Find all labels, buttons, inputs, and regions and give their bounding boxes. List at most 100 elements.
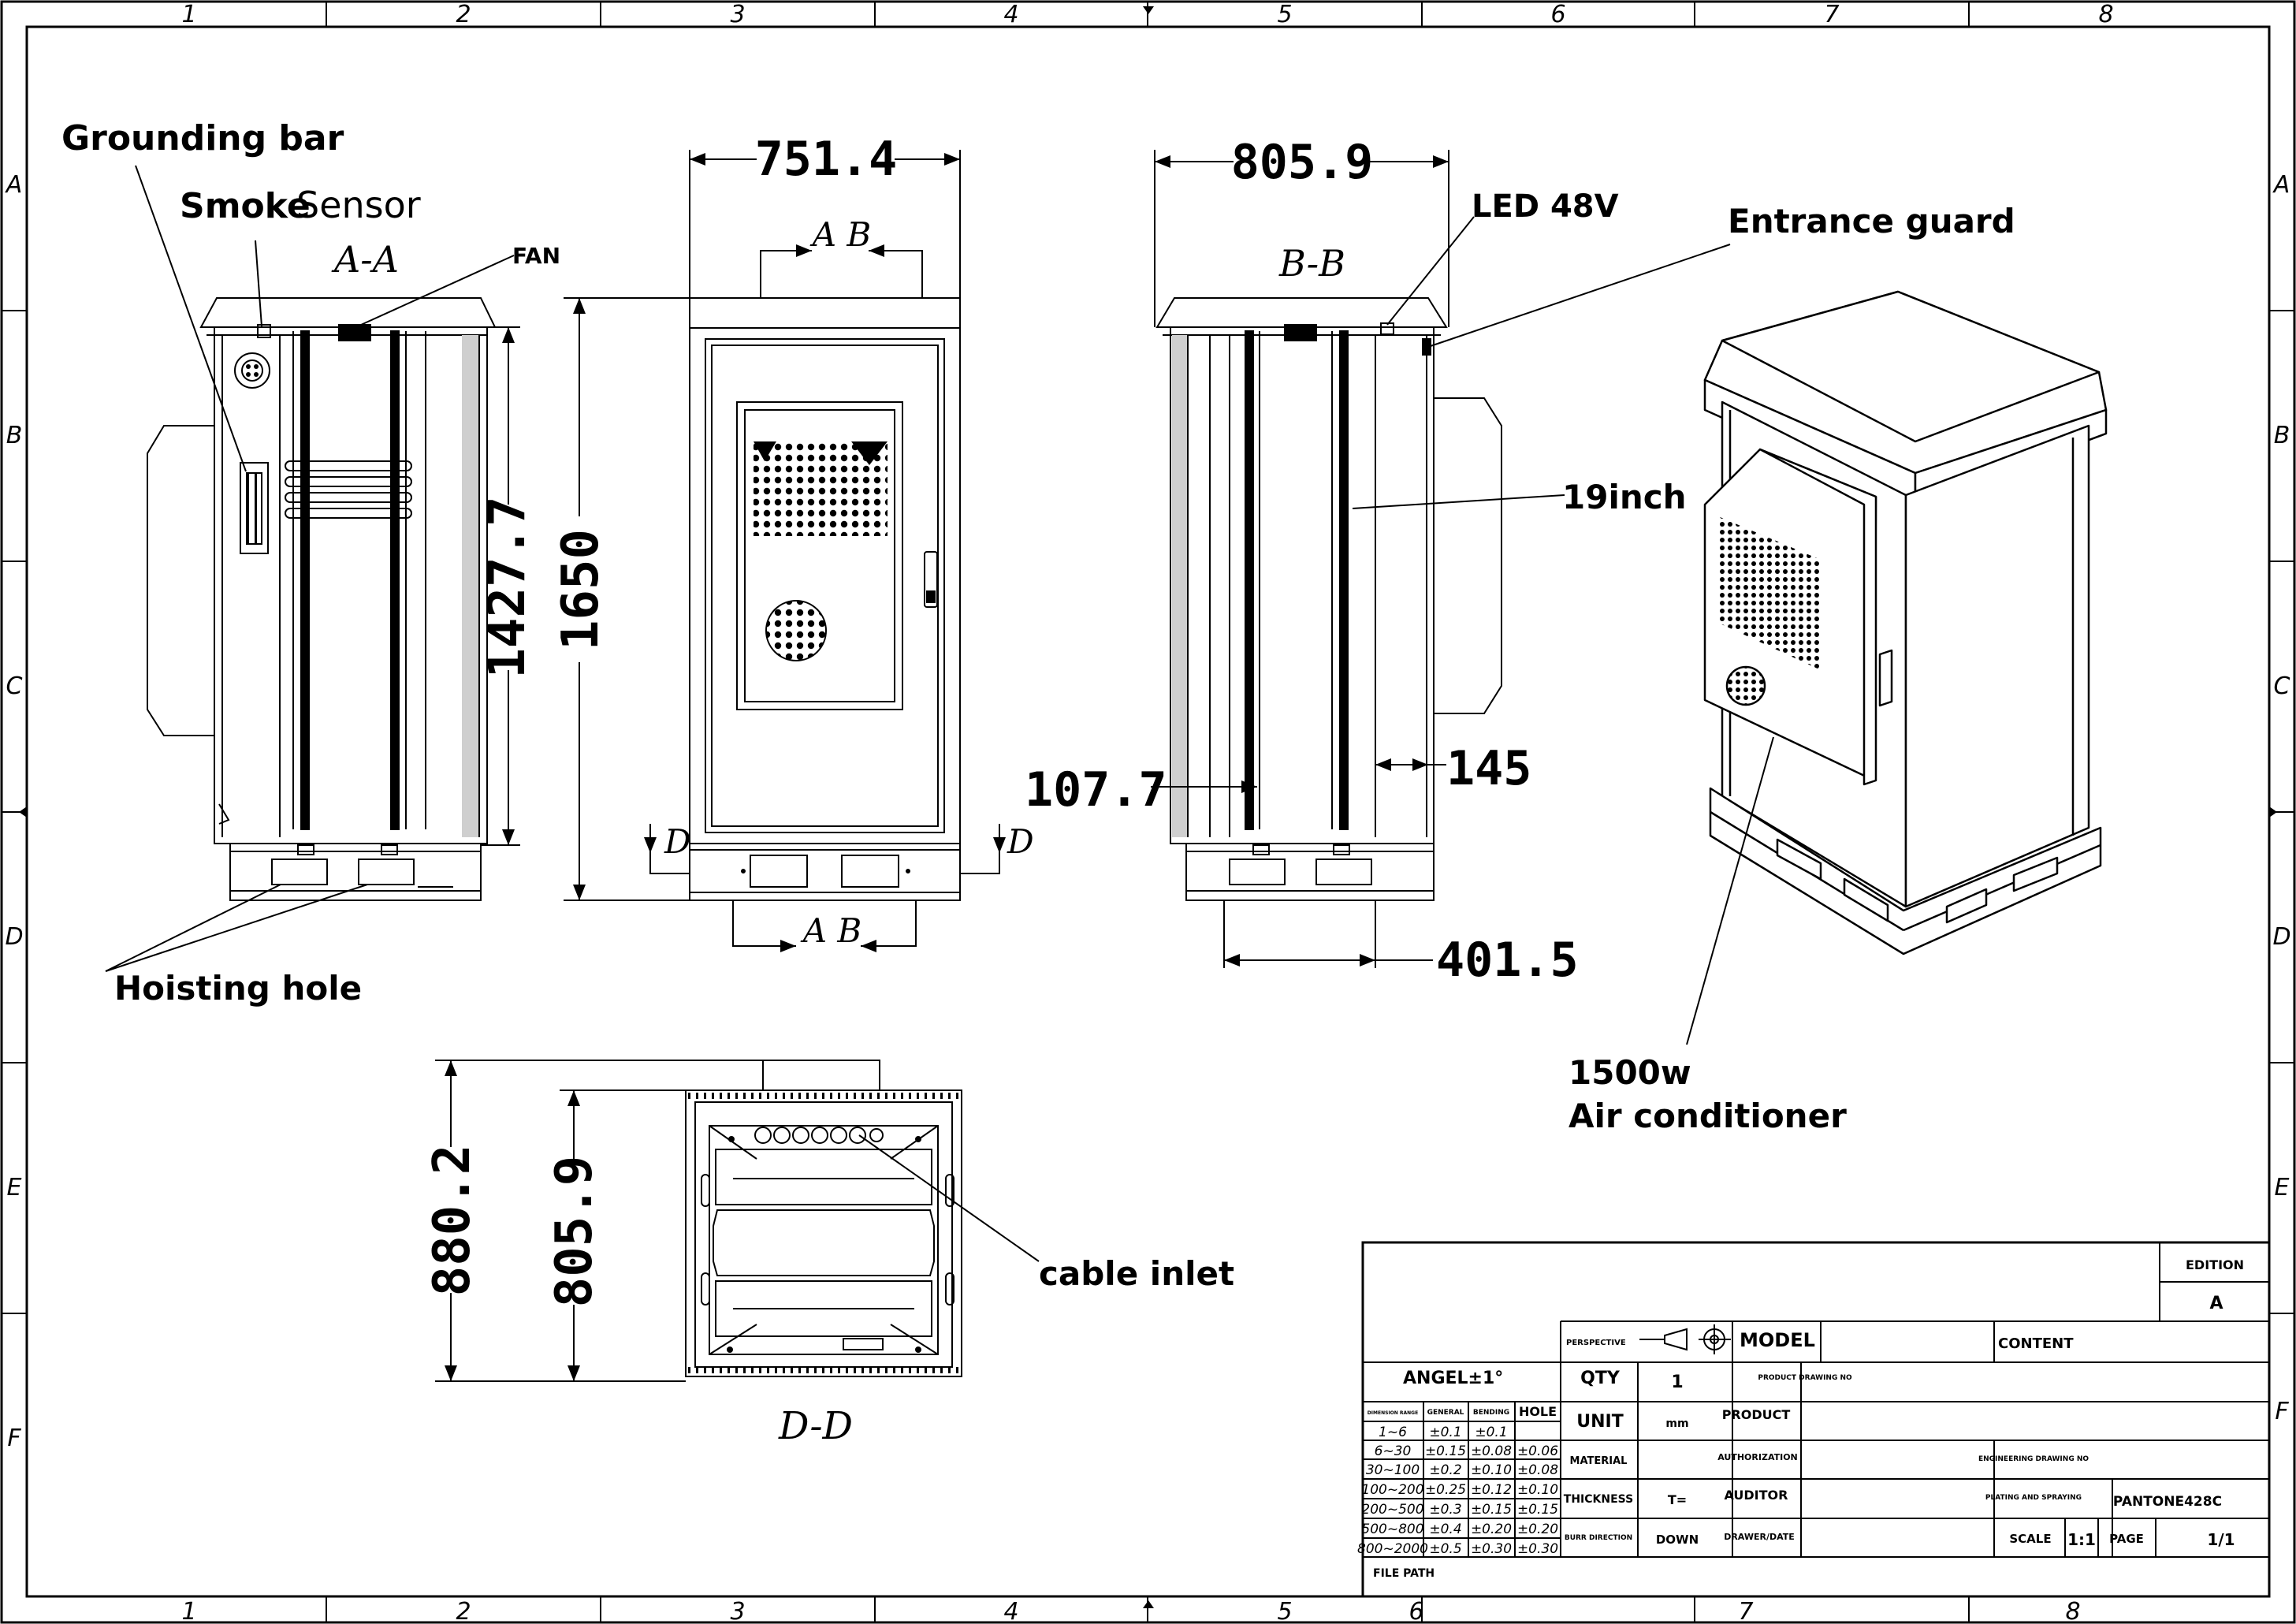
tb-plating: PLATING AND SPRAYING [1985, 1494, 2082, 1502]
frame-left-letter-a: A [5, 171, 23, 199]
tb-scale: SCALE [2009, 1532, 2051, 1546]
tb-tol-range-6: 500~800 [1361, 1522, 1423, 1537]
label-cable-inlet: cable inlet [1039, 1254, 1234, 1293]
tb-tol-head-bending: BENDING [1473, 1409, 1509, 1417]
frame-right-letter-a: A [2272, 171, 2290, 199]
frame-left-letter-f: F [7, 1425, 21, 1452]
tb-tol-general-2: ±0.15 [1425, 1443, 1466, 1459]
frame-top-number-2: 2 [456, 1, 471, 28]
tb-tol-hole-4: ±0.10 [1517, 1482, 1558, 1498]
section-title-dd: D-D [778, 1404, 853, 1448]
tb-scale-value: 1:1 [2067, 1530, 2096, 1549]
tb-perspective: PERSPECTIVE [1566, 1339, 1626, 1347]
tb-model: MODEL [1740, 1329, 1815, 1351]
tb-tol-range-5: 200~500 [1361, 1502, 1423, 1518]
frame-top-number-3: 3 [730, 1, 745, 28]
frame-bottom-number-4: 4 [1003, 1598, 1018, 1624]
tb-thickness: THICKNESS [1564, 1493, 1633, 1506]
tb-tol-range-4: 100~200 [1361, 1482, 1423, 1498]
label-sensor: Sensor [296, 184, 421, 226]
view-section-dd [685, 1060, 962, 1377]
dim-plan-outer-text: 880.2 [423, 1145, 482, 1297]
view-section-aa [147, 297, 497, 901]
tb-product-drawing-no: PRODUCT DRAWING NO [1758, 1374, 1852, 1382]
tb-plating-value: PANTONE428C [2113, 1494, 2222, 1510]
frame-center-marks [19, 6, 2277, 1608]
tb-tol-bending-2: ±0.08 [1471, 1443, 1512, 1459]
tb-tol-general-7: ±0.5 [1429, 1541, 1461, 1557]
frame-bottom-number-1: 1 [181, 1598, 196, 1624]
tb-edition-value: A [2209, 1294, 2223, 1313]
dim-side-depth [1154, 150, 1449, 327]
aa-leaders [105, 165, 515, 972]
tb-tol-bending-1: ±0.1 [1475, 1425, 1507, 1440]
tb-qty: QTY [1580, 1369, 1621, 1388]
tb-authorization: AUTHORIZATION [1717, 1452, 1798, 1462]
frame-left-letter-c: C [6, 672, 23, 700]
frame-top-number-7: 7 [1824, 1, 1839, 28]
tb-file-path: FILE PATH [1373, 1567, 1435, 1580]
tb-tol-hole-7: ±0.30 [1517, 1541, 1558, 1557]
tb-tol-general-6: ±0.4 [1429, 1522, 1461, 1537]
view-isometric [1703, 290, 2108, 955]
dim-height-total-text: 1650 [552, 529, 610, 650]
frame-bottom-number-7: 7 [1738, 1598, 1753, 1624]
frame-bottom-number-8: 8 [2065, 1598, 2080, 1624]
frame-top-number-4: 4 [1003, 1, 1018, 28]
tb-tol-head-hole: HOLE [1519, 1404, 1557, 1419]
dim-base-width-text: 401.5 [1436, 933, 1579, 988]
view-section-bb [1155, 297, 1502, 901]
tb-qty-value: 1 [1671, 1373, 1683, 1392]
tb-burr-value: DOWN [1656, 1533, 1699, 1547]
frame-bottom-number-5: 5 [1277, 1598, 1292, 1624]
tb-edition-label: EDITION [2186, 1257, 2244, 1272]
tb-content: CONTENT [1998, 1335, 2074, 1352]
label-ac-name: Air conditioner [1568, 1097, 1847, 1135]
tb-tol-hole-6: ±0.20 [1517, 1522, 1558, 1537]
dd-leaders [858, 1134, 1040, 1262]
frame-bottom-number-3: 3 [730, 1598, 745, 1624]
frame-right-letter-b: B [2274, 422, 2290, 449]
frame-bottom-number-6: 6 [1408, 1598, 1423, 1624]
tb-page: PAGE [2109, 1532, 2144, 1546]
tb-tol-general-3: ±0.2 [1429, 1462, 1461, 1478]
tb-angel: ANGEL±1° [1403, 1369, 1503, 1388]
frame-right-letter-d: D [2272, 923, 2290, 951]
dim-height-inner [481, 326, 520, 846]
frame-left-letter-d: D [5, 923, 23, 951]
tb-material: MATERIAL [1570, 1455, 1628, 1467]
frame-right-letter-c: C [2274, 672, 2290, 700]
tb-tol-general-4: ±0.25 [1425, 1482, 1466, 1498]
tb-unit-value: mm [1665, 1417, 1688, 1430]
tb-tol-bending-3: ±0.10 [1471, 1462, 1512, 1478]
tb-tol-range-3: 30~100 [1366, 1462, 1420, 1478]
frame-top-number-5: 5 [1277, 1, 1292, 28]
tb-tol-range-1: 1~6 [1379, 1425, 1407, 1440]
label-ac-power: 1500w [1568, 1053, 1691, 1092]
dim-offset-left-text: 107.7 [1025, 762, 1167, 818]
section-marker-d [644, 824, 1006, 874]
tb-tol-bending-7: ±0.30 [1471, 1541, 1512, 1557]
frame-top-number-6: 6 [1550, 1, 1565, 28]
frame-top-number-8: 8 [2098, 1, 2113, 28]
section-title-bb: B-B [1278, 242, 1345, 285]
frame-left-letter-b: B [6, 422, 23, 449]
label-smoke: Smoke [180, 186, 311, 226]
tb-tol-bending-6: ±0.20 [1471, 1522, 1512, 1537]
tb-tol-bending-5: ±0.15 [1471, 1502, 1512, 1518]
tb-tol-hole-2: ±0.06 [1517, 1443, 1558, 1459]
section-title-aa: A-A [331, 238, 399, 281]
tb-burr: BURR DIRECTION [1565, 1534, 1632, 1542]
tb-tol-general-1: ±0.1 [1429, 1425, 1461, 1440]
tb-engineering-drawing-no: ENGINEERING DRAWING NO [1978, 1455, 2089, 1463]
section-label-d-left: D [664, 822, 691, 861]
label-fan: FAN [512, 243, 560, 269]
dim-front-width [689, 150, 961, 298]
section-marker-ab-bottom [732, 900, 917, 952]
label-entrance-guard: Entrance guard [1728, 202, 2015, 240]
dim-offset-right-text: 145 [1446, 741, 1531, 796]
tb-thickness-value: T= [1668, 1492, 1687, 1507]
dim-height-total [564, 297, 690, 901]
dim-plan-inner-text: 805.9 [545, 1156, 604, 1308]
